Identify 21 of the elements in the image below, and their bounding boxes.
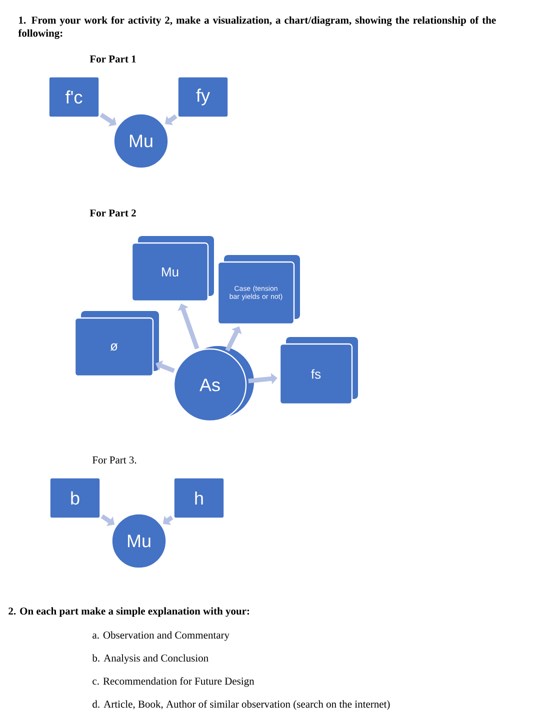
label-text: For Part 1 [90,56,136,63]
label-text: For Part 3. [92,456,136,464]
circle-node: Mu [114,114,168,168]
block-box: ø [74,311,159,377]
process-box: b [50,478,100,518]
arrow [100,112,116,126]
label-text: For Part 2 [90,209,136,217]
process-box: f'c [48,76,100,118]
list-item: b. Analysis and Conclusion [92,654,208,664]
title: 1. From your work for activity 2, make a visualization, a chart/diagram, showing the relationship of the following: [18,16,496,39]
circle-node: Mu [112,514,166,568]
disc-node: As [173,346,254,422]
list-item: d. Article, Book, Author of similar observation (search on the internet) [92,700,390,710]
list-item: c. Recommendation for Future Design [92,677,254,687]
heading: 2. On each part make a simple explanation with your: [8,607,250,617]
list-item: a. Observation and Commentary [92,631,230,641]
process-box: h [174,478,224,518]
arrow [178,304,200,350]
block-box: fs [279,337,358,405]
block-box: Mu [131,236,214,302]
process-box: fy [178,76,228,118]
